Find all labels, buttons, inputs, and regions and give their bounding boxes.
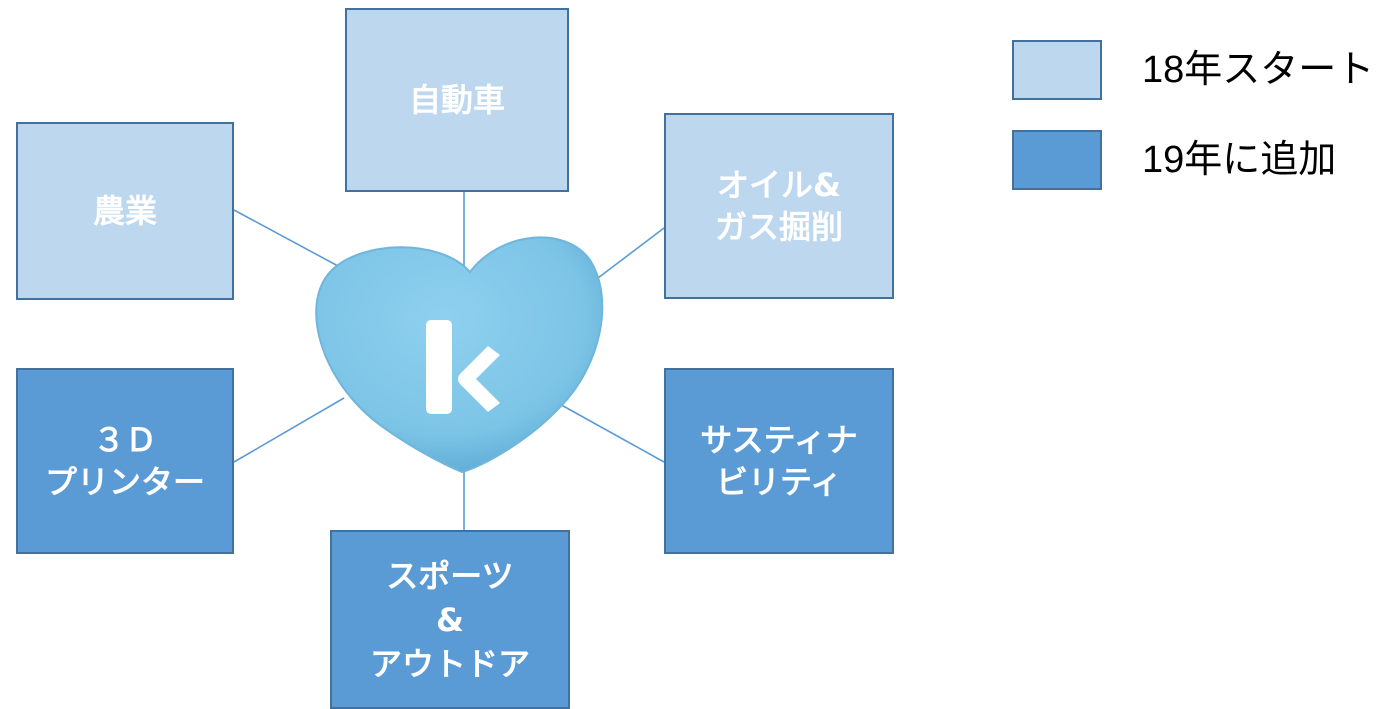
node-car: 自動車 <box>345 8 569 192</box>
connector-lines <box>233 192 665 530</box>
connector-oil <box>597 227 665 279</box>
heart-shape <box>315 236 604 474</box>
k-letter-chevron <box>458 346 500 412</box>
legend-swatch-2019 <box>1012 130 1102 190</box>
node-sustainability: サスティナ ビリティ <box>664 368 894 554</box>
heart-logo <box>315 236 604 474</box>
legend-swatch-2018 <box>1012 40 1102 100</box>
connector-agri <box>233 209 339 267</box>
connector-sustain <box>555 401 665 463</box>
connector-3d <box>233 397 345 463</box>
k-letter-stem <box>426 320 452 414</box>
node-sports-outdoor: スポーツ & アウトドア <box>330 530 570 709</box>
node-oil: オイル& ガス掘削 <box>664 113 894 299</box>
node-agri: 農業 <box>16 122 234 300</box>
legend-label-2018: 18年スタート <box>1142 49 1375 91</box>
node-3d-printer: ３Ｄ プリンター <box>16 368 234 554</box>
legend-label-2019: 19年に追加 <box>1142 139 1337 181</box>
